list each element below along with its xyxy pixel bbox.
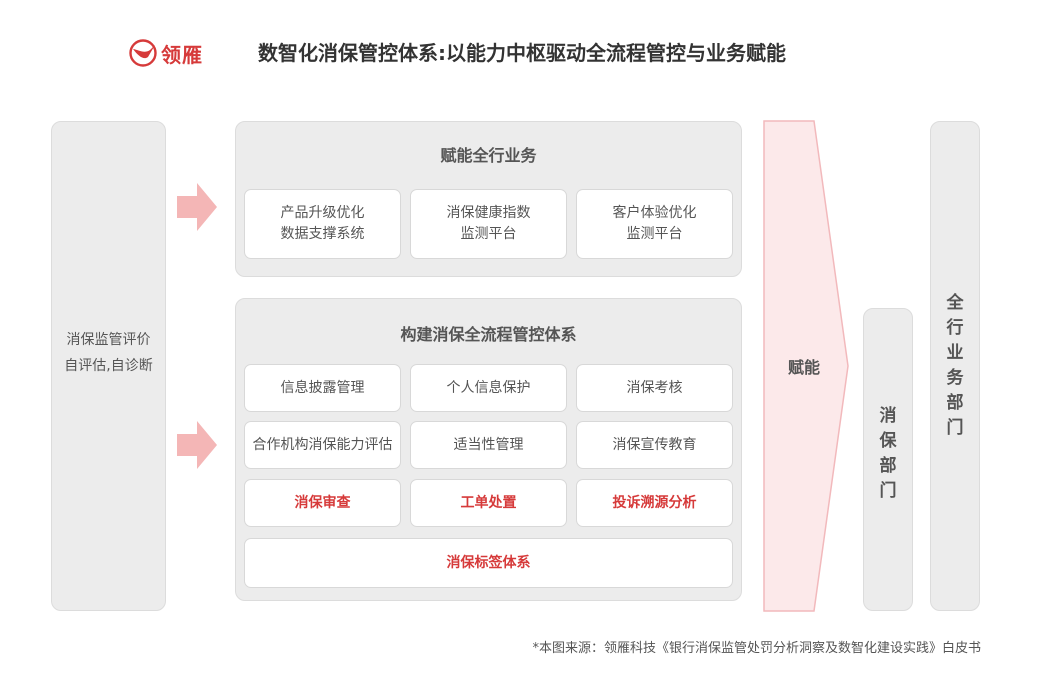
card-line: 客户体验优化	[612, 205, 697, 221]
regulatory-evaluation-line2: 自评估,自诊断	[64, 358, 153, 374]
consumer-protection-dept-column	[863, 308, 913, 611]
consumer-protection-dept-label: 消保部门	[879, 406, 897, 501]
personal-info-protection-card: 个人信息保护	[410, 364, 567, 412]
regulatory-evaluation-line1: 消保监管评价	[66, 332, 151, 348]
product-upgrade-card: 产品升级优化数据支撑系统	[244, 189, 401, 259]
page-title: 数智化消保管控体系:以能力中枢驱动全流程管控与业务赋能	[258, 41, 786, 65]
card-line: 监测平台	[460, 226, 517, 242]
arrow-right-icon	[177, 183, 217, 231]
label-system-card: 消保标签体系	[244, 538, 733, 588]
review-card: 消保审查	[244, 479, 401, 527]
business-enablement-title: 赋能全行业务	[440, 146, 537, 165]
health-index-card: 消保健康指数监测平台	[410, 189, 567, 259]
source-note: *本图来源：领雁科技《银行消保监管处罚分析洞察及数智化建设实践》白皮书	[532, 641, 981, 656]
logo-text: 领雁	[161, 42, 203, 67]
customer-experience-card: 客户体验优化监测平台	[576, 189, 733, 259]
regulatory-evaluation-label: 消保监管评价 自评估,自诊断	[51, 327, 166, 379]
education-card: 消保宣传教育	[576, 421, 733, 469]
ticket-handling-card: 工单处置	[410, 479, 567, 527]
business-departments-column	[930, 121, 980, 611]
arrow-right-icon	[177, 421, 217, 469]
card-line: 消保健康指数	[446, 205, 531, 221]
enablement-label: 赋能	[787, 358, 820, 377]
card-line: 数据支撑系统	[280, 226, 365, 242]
enablement-chevron	[763, 120, 849, 612]
info-disclosure-card: 信息披露管理	[244, 364, 401, 412]
regulatory-evaluation-column	[51, 121, 166, 611]
card-line: 产品升级优化	[280, 205, 365, 221]
partner-evaluation-card: 合作机构消保能力评估	[244, 421, 401, 469]
assessment-card: 消保考核	[576, 364, 733, 412]
complaint-analysis-card: 投诉溯源分析	[576, 479, 733, 527]
business-departments-label: 全行业务部门	[946, 293, 964, 438]
bird-logo-icon	[129, 39, 157, 67]
brand-logo: 领雁	[128, 36, 228, 70]
suitability-card: 适当性管理	[410, 421, 567, 469]
process-control-title: 构建消保全流程管控体系	[400, 325, 577, 344]
card-line: 监测平台	[626, 226, 683, 242]
